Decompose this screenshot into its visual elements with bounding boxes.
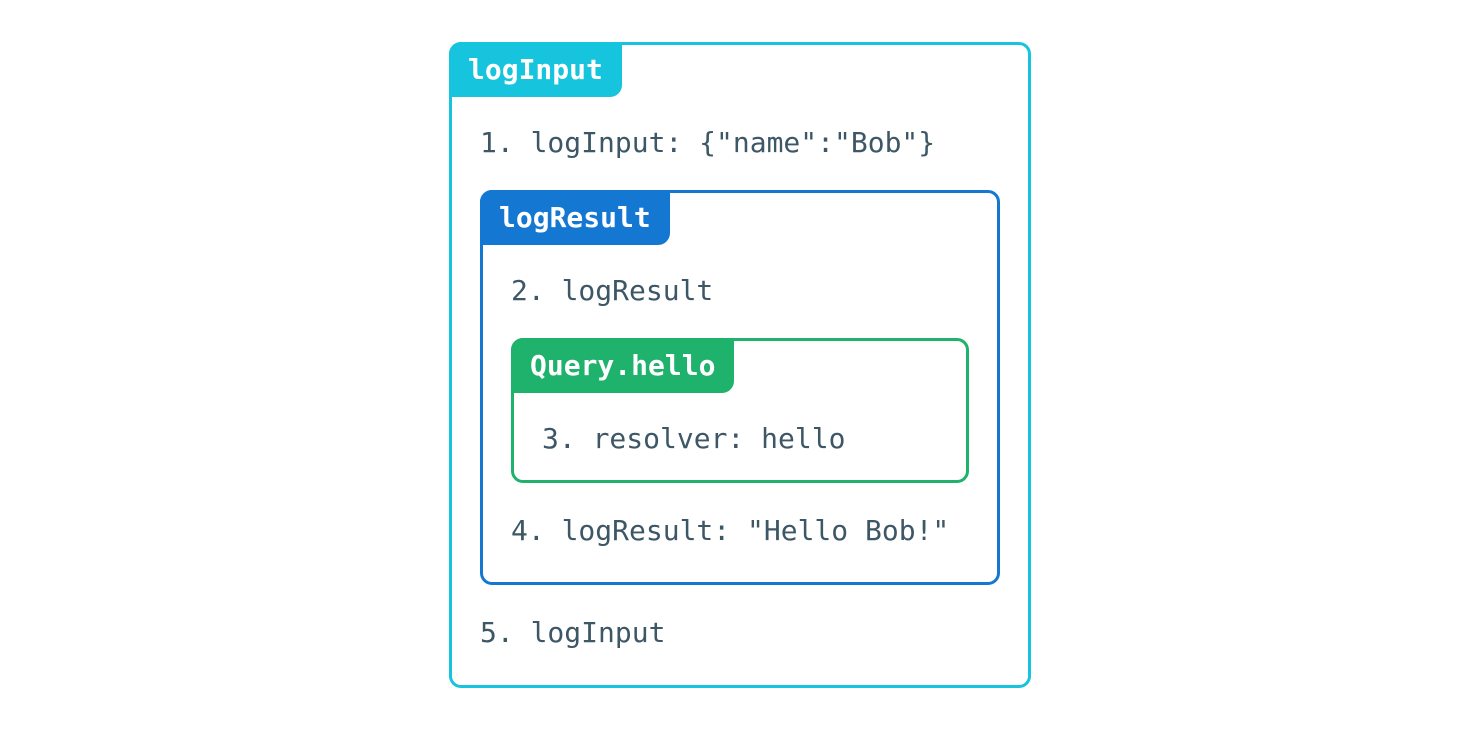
resolver-label: Query.hello [530, 349, 716, 382]
step-1-loginput-before: 1. logInput: {"name":"Bob"} [480, 126, 936, 159]
step-4-logresult-after: 4. logResult: "Hello Bob!" [511, 514, 950, 547]
logresult-plugin-label: logResult [499, 201, 651, 234]
step-3-resolver: 3. resolver: hello [542, 422, 846, 455]
loginput-plugin-box: logInput 1. logInput: {"name":"Bob"} log… [449, 42, 1031, 688]
resolver-box: Query.hello 3. resolver: hello [511, 338, 969, 483]
resolver-tab: Query.hello [511, 338, 735, 393]
logresult-plugin-box: logResult 2. logResult Query.hello 3. re… [480, 190, 1000, 585]
loginput-plugin-tab: logInput [449, 42, 622, 97]
step-5-loginput-after: 5. logInput [480, 616, 666, 649]
logresult-plugin-tab: logResult [480, 190, 670, 245]
step-2-logresult-before: 2. logResult [511, 274, 714, 307]
loginput-plugin-label: logInput [468, 53, 603, 86]
